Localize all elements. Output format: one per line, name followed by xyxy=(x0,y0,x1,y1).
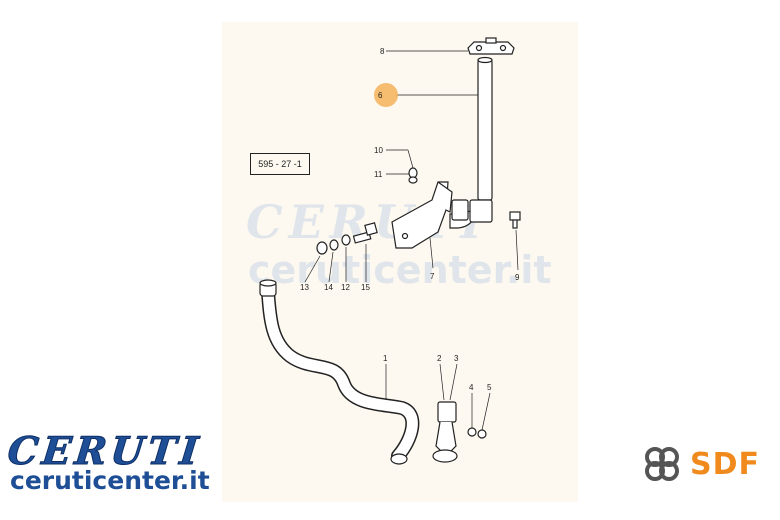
callout-1: 1 xyxy=(383,354,388,363)
diagram-sheet xyxy=(222,22,578,502)
sdf-logo: SDF xyxy=(640,442,760,486)
callout-10: 10 xyxy=(374,146,383,155)
watermark-url: ceruticenter.it xyxy=(248,248,552,292)
part-4-5-nut-washer xyxy=(467,427,487,439)
part-10-11-nut-washer xyxy=(408,167,418,184)
sdf-wordmark: SDF xyxy=(690,446,761,482)
callout-15: 15 xyxy=(361,283,370,292)
ceruti-url: ceruticenter.it xyxy=(10,466,210,495)
callout-14: 14 xyxy=(324,283,333,292)
callout-11: 11 xyxy=(374,170,383,179)
callout-7: 7 xyxy=(430,272,435,281)
callout-4: 4 xyxy=(469,383,474,392)
callout-13: 13 xyxy=(300,283,309,292)
callout-12: 12 xyxy=(341,283,350,292)
part-1-hose xyxy=(259,279,420,465)
callout-6: 6 xyxy=(378,91,383,100)
highlight-marker xyxy=(374,83,398,107)
part-8-clamp xyxy=(467,37,515,55)
callout-9: 9 xyxy=(515,273,520,282)
callout-8: 8 xyxy=(380,47,385,56)
leader-lines xyxy=(304,50,519,431)
part-12-15-bolt-set xyxy=(316,222,378,255)
part-6-tube xyxy=(449,56,493,229)
sdf-emblem-icon xyxy=(645,447,679,481)
part-2-3-clamp xyxy=(432,401,458,463)
callout-3: 3 xyxy=(454,354,459,363)
part-9-bolt xyxy=(509,211,521,229)
part-7-bracket xyxy=(391,181,469,249)
callout-5: 5 xyxy=(487,383,492,392)
diagram-code-box: 595 - 27 -1 xyxy=(250,153,310,175)
callout-2: 2 xyxy=(437,354,442,363)
callout-labels: 8 6 10 11 7 9 13 14 12 15 1 2 3 4 5 xyxy=(300,47,520,392)
